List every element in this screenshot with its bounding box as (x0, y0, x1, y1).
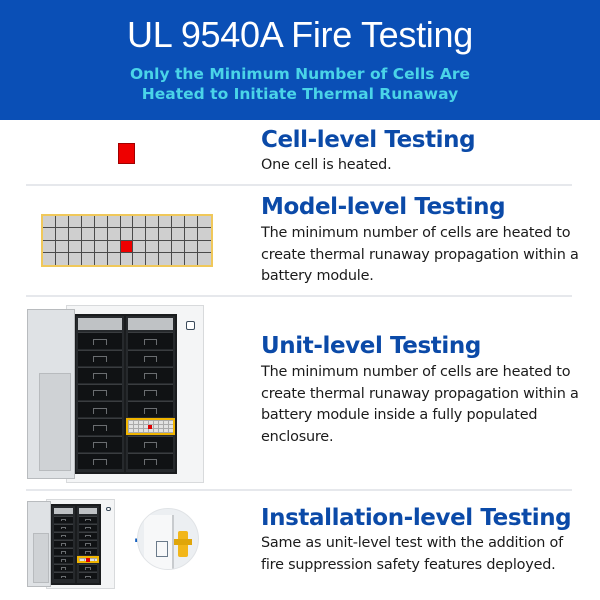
cell (159, 240, 173, 253)
page-title: UL 9540A Fire Testing (127, 14, 473, 55)
cell (159, 252, 173, 265)
cell (43, 240, 56, 253)
section-description: The minimum number of cells are heated t… (261, 364, 579, 445)
section-description: Same as unit-level test with the additio… (261, 535, 563, 573)
cell (68, 228, 82, 241)
heated-cell (120, 240, 134, 253)
cell (55, 228, 69, 241)
highlighted-module (76, 556, 100, 564)
cell (146, 216, 160, 229)
cell (146, 228, 160, 241)
cell (172, 240, 186, 253)
cell (81, 216, 95, 229)
cell (94, 228, 108, 241)
page-subtitle: Only the Minimum Number of Cells Are Hea… (0, 64, 600, 104)
cell (198, 253, 211, 265)
cell (43, 216, 56, 229)
section-title: Installation-level Testing (261, 505, 572, 531)
header-banner: UL 9540A Fire Testing Only the Minimum N… (0, 0, 600, 120)
cell (185, 252, 199, 265)
cell (120, 216, 134, 229)
cell (94, 216, 108, 229)
section-description: The minimum number of cells are heated t… (261, 225, 579, 284)
cell (133, 252, 147, 265)
cell (107, 216, 121, 229)
cell (43, 252, 56, 265)
section-title: Unit-level Testing (261, 333, 481, 359)
battery-cabinet-icon (27, 305, 204, 483)
cell (133, 240, 147, 253)
cell (108, 252, 121, 265)
cell (172, 252, 186, 265)
cell (95, 252, 108, 265)
divider (26, 184, 572, 186)
cell (185, 240, 199, 253)
battery-module-grid-icon (41, 214, 213, 267)
cell (120, 228, 134, 241)
cell (146, 252, 160, 265)
cell (159, 228, 173, 241)
divider (26, 295, 572, 297)
cell (82, 252, 95, 265)
subtitle-line-2: Heated to Initiate Thermal Runaway (141, 85, 459, 103)
cell (68, 240, 82, 253)
battery-cabinet-icon (27, 499, 115, 589)
cell (55, 240, 69, 253)
cell (172, 228, 186, 241)
cell (159, 216, 173, 229)
cell (56, 252, 69, 265)
section-title: Model-level Testing (261, 194, 506, 220)
cell (43, 228, 56, 241)
cell (68, 216, 82, 229)
cell (107, 228, 121, 241)
cell (94, 240, 108, 253)
cell (133, 228, 147, 241)
cell (121, 252, 134, 265)
cell (69, 252, 82, 265)
cell (81, 240, 95, 253)
cell (185, 228, 199, 241)
cell (185, 216, 199, 229)
cell (172, 216, 186, 229)
cell (146, 240, 160, 253)
cell (133, 216, 147, 229)
subtitle-line-1: Only the Minimum Number of Cells Are (129, 65, 471, 83)
cell (198, 228, 211, 241)
cell (81, 228, 95, 241)
cell (198, 216, 211, 229)
section-description: One cell is heated. (261, 157, 392, 173)
cell (198, 241, 211, 253)
highlighted-module (126, 418, 175, 435)
section-title: Cell-level Testing (261, 127, 476, 153)
fire-suppression-nozzle-icon (137, 508, 199, 570)
heated-cell-icon (118, 143, 135, 164)
cell (107, 240, 121, 253)
divider (26, 489, 572, 491)
cell (55, 216, 69, 229)
